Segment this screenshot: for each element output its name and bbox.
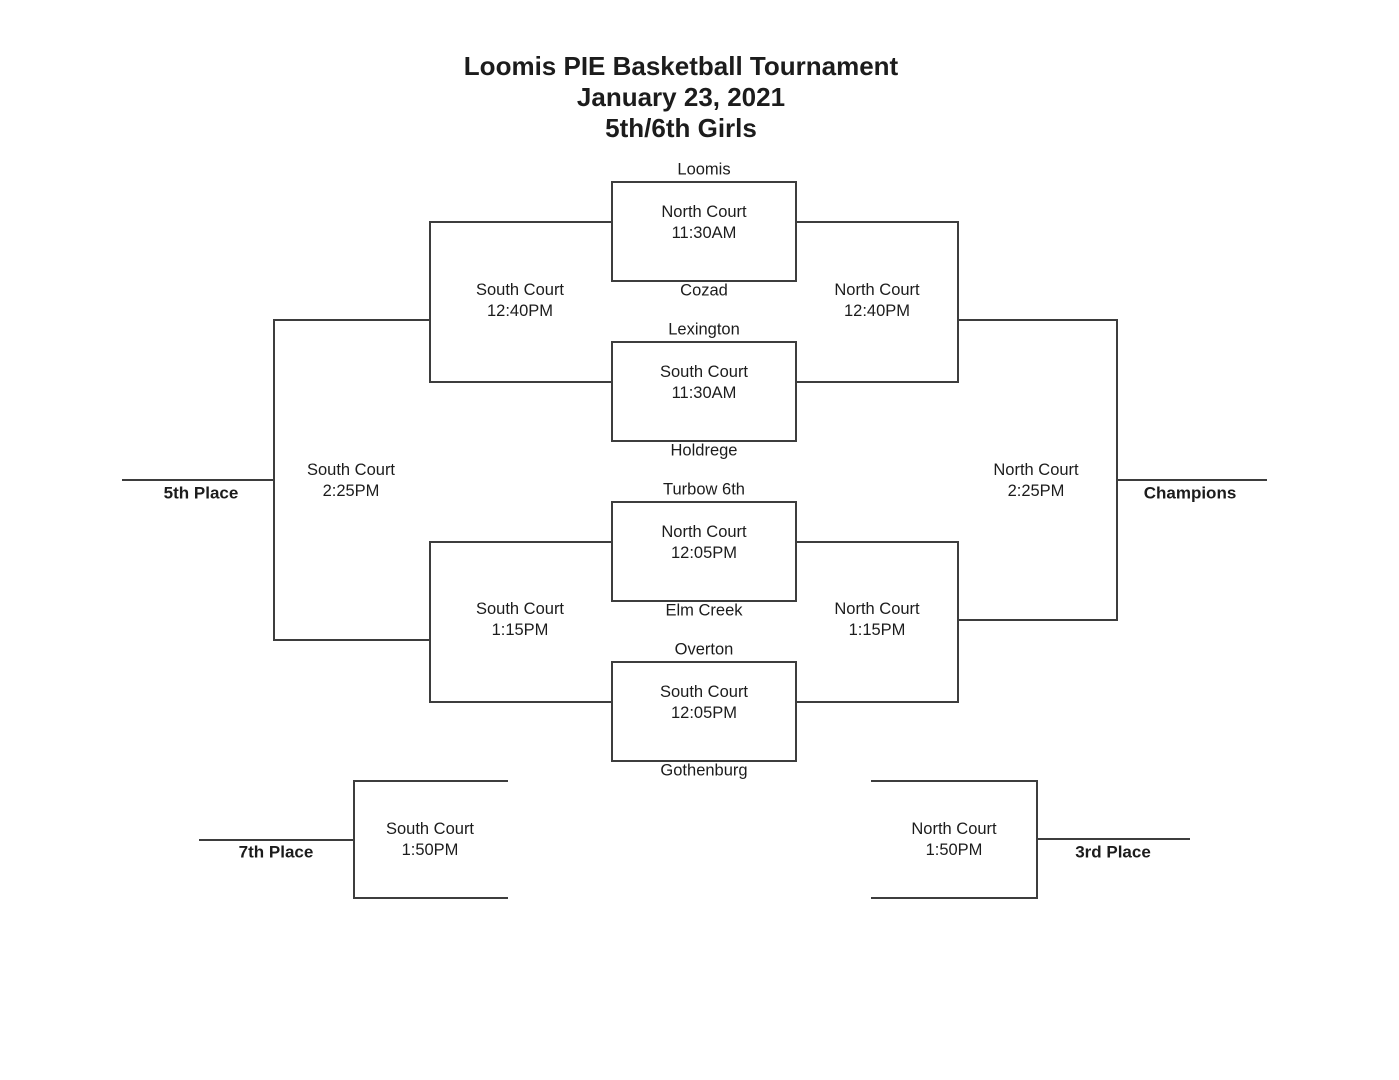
championship-semi2-time: 1:15PM <box>848 621 906 639</box>
consolation-semi1-connector <box>429 221 431 383</box>
game2-info: South Court 11:30AM <box>613 362 795 404</box>
consolation-semi1-court: South Court <box>475 281 565 299</box>
tournament-title: Loomis PIE Basketball Tournament <box>463 51 899 81</box>
game4-loser-line <box>429 701 611 703</box>
third-place-line <box>1036 838 1190 840</box>
game2-time: 11:30AM <box>671 384 737 402</box>
championship-semi1-label: North Court 12:40PM <box>834 280 919 322</box>
game3-box: North Court 12:05PM <box>611 501 797 602</box>
consolation-semi2-label: South Court 1:15PM <box>476 599 564 641</box>
game4-winner-line <box>796 701 957 703</box>
winners-semi1-connector <box>957 221 959 383</box>
seventh-place-court: South Court <box>385 820 475 838</box>
game1-time: 11:30AM <box>671 224 737 242</box>
game3-court: North Court <box>661 523 747 541</box>
game2-box: South Court 11:30AM <box>611 341 797 442</box>
third-place-game-label: North Court 1:50PM <box>911 819 996 861</box>
consolation-semi1-label: South Court 12:40PM <box>476 280 564 322</box>
team-label-loomis: Loomis <box>677 160 731 179</box>
tournament-division: 5th/6th Girls <box>605 113 757 143</box>
seventh-place-time: 1:50PM <box>401 841 459 859</box>
third-place-time: 1:50PM <box>925 841 983 859</box>
consolation-semi2-court: South Court <box>475 600 565 618</box>
game1-winner-line <box>796 221 957 223</box>
game3-info: North Court 12:05PM <box>613 522 795 564</box>
championship-semi1-time: 12:40PM <box>843 302 911 320</box>
third-place-bottom-line <box>871 897 1038 899</box>
game3-time: 12:05PM <box>670 544 738 562</box>
championship-connector <box>1116 319 1118 621</box>
game3-loser-line <box>429 541 611 543</box>
championship-court: North Court <box>993 461 1079 479</box>
seventh-place-line <box>199 839 355 841</box>
game4-time: 12:05PM <box>670 704 738 722</box>
consolation-semi1-time: 12:40PM <box>486 302 554 320</box>
fifth-place-time: 2:25PM <box>322 482 380 500</box>
champions-line <box>1116 479 1267 481</box>
championship-semi2-court: North Court <box>834 600 920 618</box>
game1-box: North Court 11:30AM <box>611 181 797 282</box>
game4-info: South Court 12:05PM <box>613 682 795 724</box>
team-label-turbow-6th: Turbow 6th <box>663 480 745 499</box>
third-place-label: 3rd Place <box>1075 842 1151 862</box>
championship-time: 2:25PM <box>1007 482 1065 500</box>
seventh-place-top-line <box>353 780 508 782</box>
team-label-elm-creek: Elm Creek <box>665 601 743 620</box>
third-place-top-line <box>871 780 1038 782</box>
championship-semi2-label: North Court 1:15PM <box>834 599 919 641</box>
game2-winner-line <box>796 381 957 383</box>
winners-semi2-advance-line <box>957 619 1118 621</box>
seventh-place-label: 7th Place <box>238 842 314 862</box>
page-title-block: Loomis PIE Basketball Tournament January… <box>464 51 898 144</box>
team-label-holdrege: Holdrege <box>670 441 738 460</box>
fifth-place-court: South Court <box>306 461 396 479</box>
game3-winner-line <box>796 541 957 543</box>
fifth-place-connector <box>273 319 275 641</box>
game4-court: South Court <box>659 683 749 701</box>
consolation-semi2-advance-line <box>273 639 429 641</box>
championship-game-label: North Court 2:25PM <box>993 460 1078 502</box>
team-label-cozad: Cozad <box>680 281 728 300</box>
fifth-place-label: 5th Place <box>163 483 239 503</box>
consolation-semi2-time: 1:15PM <box>491 621 549 639</box>
consolation-semi1-advance-line <box>273 319 429 321</box>
team-label-lexington: Lexington <box>668 320 740 339</box>
tournament-date: January 23, 2021 <box>576 82 786 112</box>
championship-semi1-court: North Court <box>834 281 920 299</box>
consolation-semi2-connector <box>429 541 431 703</box>
game1-court: North Court <box>661 203 747 221</box>
game1-info: North Court 11:30AM <box>613 202 795 244</box>
seventh-place-game-label: South Court 1:50PM <box>386 819 474 861</box>
winners-semi1-advance-line <box>957 319 1118 321</box>
fifth-place-line <box>122 479 273 481</box>
team-label-gothenburg: Gothenburg <box>660 761 748 780</box>
champions-label: Champions <box>1143 483 1237 503</box>
team-label-overton: Overton <box>674 640 734 659</box>
game2-loser-line <box>429 381 611 383</box>
game2-court: South Court <box>659 363 749 381</box>
seventh-place-bottom-line <box>353 897 508 899</box>
winners-semi2-connector <box>957 541 959 703</box>
game4-box: South Court 12:05PM <box>611 661 797 762</box>
fifth-place-game-label: South Court 2:25PM <box>307 460 395 502</box>
third-place-court: North Court <box>911 820 997 838</box>
game1-loser-line <box>429 221 611 223</box>
